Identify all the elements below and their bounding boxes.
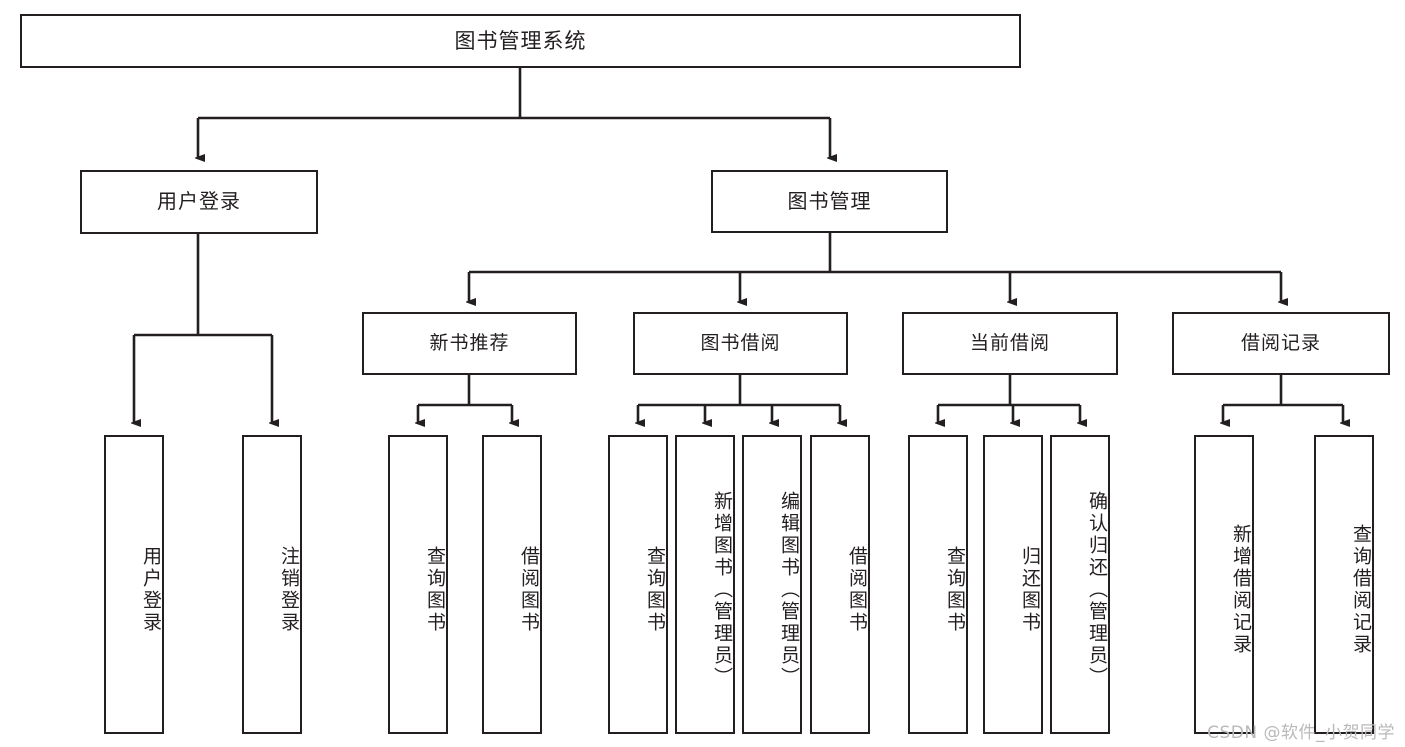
leaf-query-borrow-record[interactable]: 查询借阅记录 bbox=[1314, 435, 1374, 734]
leaf-query-book-recommend[interactable]: 查询图书 bbox=[388, 435, 448, 734]
leaf-label: 用户登录 bbox=[140, 545, 162, 634]
leaf-label: 新增借阅记录 bbox=[1230, 523, 1252, 656]
node-root-system[interactable]: 图书管理系统 bbox=[20, 14, 1021, 68]
leaf-label: 查询图书 bbox=[424, 545, 446, 634]
leaf-label: 查询图书 bbox=[644, 545, 666, 634]
leaf-label: 编辑图书（管理员） bbox=[778, 490, 800, 689]
leaf-edit-book-admin[interactable]: 编辑图书（管理员） bbox=[742, 435, 802, 734]
leaf-label: 注销登录 bbox=[278, 545, 300, 634]
leaf-label: 归还图书 bbox=[1019, 545, 1041, 634]
leaf-return-book[interactable]: 归还图书 bbox=[983, 435, 1043, 734]
leaf-label: 查询图书 bbox=[944, 545, 966, 634]
leaf-borrow-book[interactable]: 借阅图书 bbox=[810, 435, 870, 734]
leaf-user-login[interactable]: 用户登录 bbox=[104, 435, 164, 734]
leaf-add-book-admin[interactable]: 新增图书（管理员） bbox=[675, 435, 735, 734]
node-book-management[interactable]: 图书管理 bbox=[711, 170, 948, 233]
watermark: CSDN @软件_小贺同学 bbox=[1207, 723, 1395, 743]
leaf-query-book-borrow[interactable]: 查询图书 bbox=[608, 435, 668, 734]
node-current-borrow[interactable]: 当前借阅 bbox=[902, 312, 1118, 375]
leaf-label: 查询借阅记录 bbox=[1350, 523, 1372, 656]
leaf-add-borrow-record[interactable]: 新增借阅记录 bbox=[1194, 435, 1254, 734]
leaf-borrow-book-recommend[interactable]: 借阅图书 bbox=[482, 435, 542, 734]
leaf-confirm-return-admin[interactable]: 确认归还（管理员） bbox=[1050, 435, 1110, 734]
node-user-login[interactable]: 用户登录 bbox=[80, 170, 318, 234]
leaf-label: 确认归还（管理员） bbox=[1086, 490, 1108, 689]
leaf-label: 借阅图书 bbox=[846, 545, 868, 634]
node-book-borrow[interactable]: 图书借阅 bbox=[633, 312, 848, 375]
leaf-label: 借阅图书 bbox=[518, 545, 540, 634]
node-borrow-record[interactable]: 借阅记录 bbox=[1172, 312, 1390, 375]
leaf-query-book-current[interactable]: 查询图书 bbox=[908, 435, 968, 734]
leaf-label: 新增图书（管理员） bbox=[711, 490, 733, 689]
leaf-logout[interactable]: 注销登录 bbox=[242, 435, 302, 734]
node-new-book-recommend[interactable]: 新书推荐 bbox=[362, 312, 577, 375]
